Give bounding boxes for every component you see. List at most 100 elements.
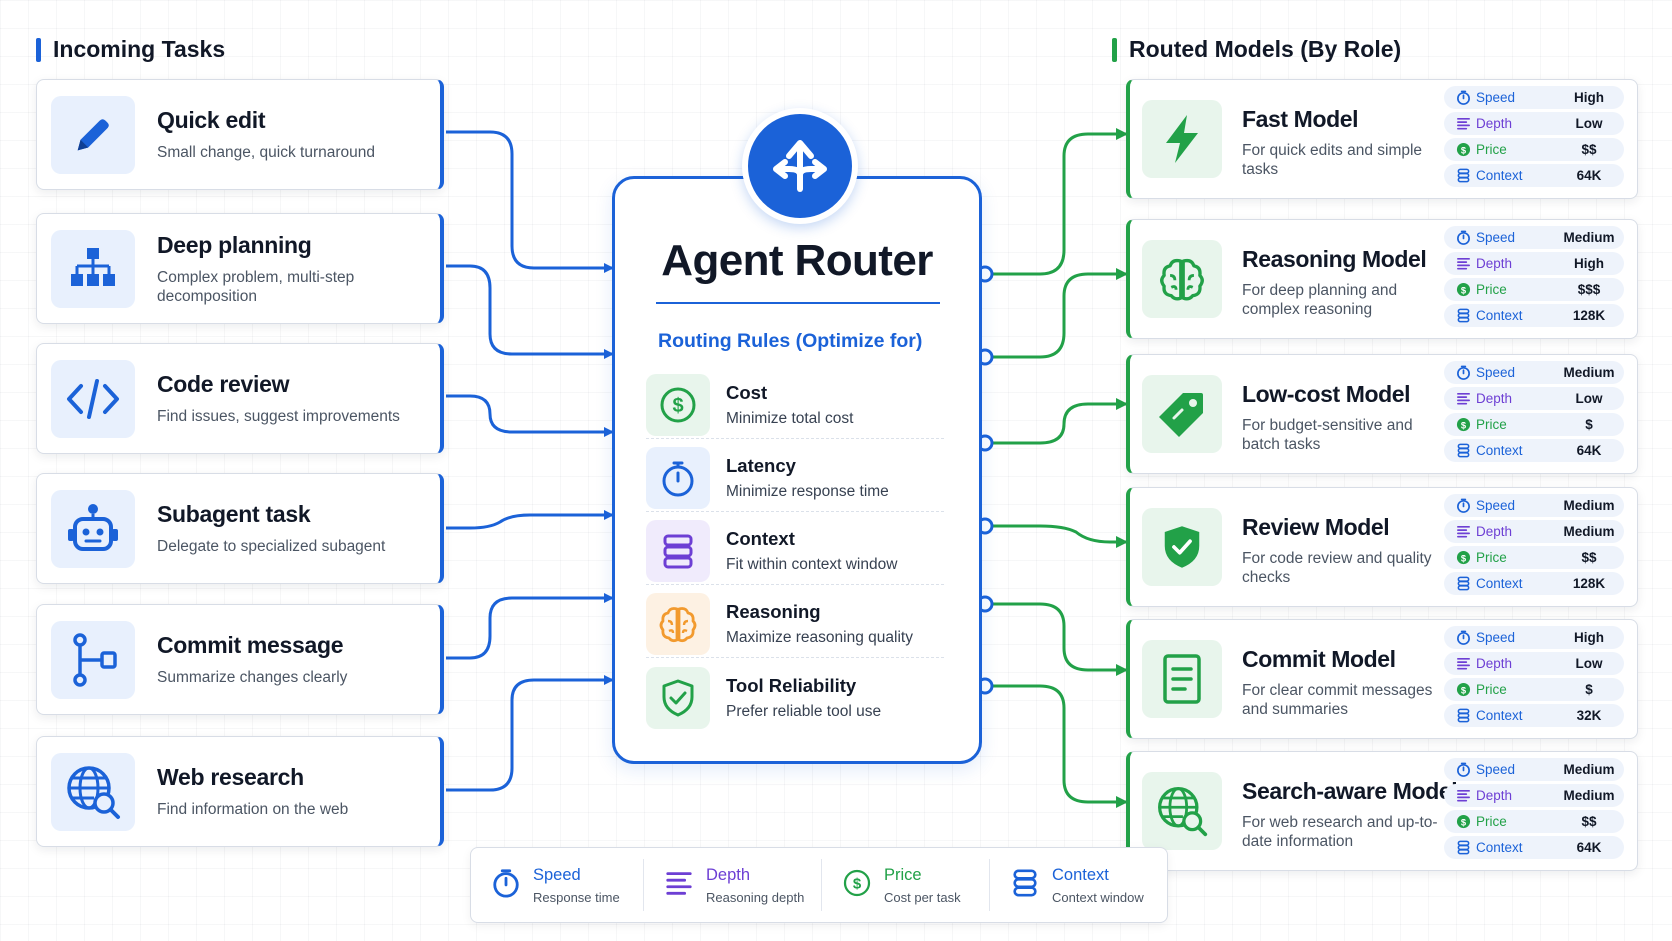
rule-cost: $ Cost Minimize total cost bbox=[646, 371, 944, 439]
rule-reasoning: Reasoning Maximize reasoning quality bbox=[646, 590, 944, 658]
globe-search-icon bbox=[51, 752, 135, 831]
spec-label: Depth bbox=[1476, 656, 1513, 671]
spec-label: Speed bbox=[1476, 498, 1516, 513]
dollar-icon: $ bbox=[1450, 417, 1476, 432]
dollar-icon: $ bbox=[646, 373, 710, 436]
rule-title: Reasoning bbox=[726, 600, 821, 622]
task-title: Commit message bbox=[157, 632, 344, 658]
task-card-deep-planning[interactable]: Deep planning Complex problem, multi-ste… bbox=[36, 213, 444, 324]
connector-commit-model bbox=[986, 602, 1128, 676]
spec-label: Speed bbox=[1476, 230, 1516, 245]
spec-label: Speed bbox=[1476, 90, 1516, 105]
legend-label: Price bbox=[884, 865, 922, 884]
task-title: Subagent task bbox=[157, 501, 311, 527]
task-card-commit-message[interactable]: Commit message Summarize changes clearly bbox=[36, 604, 444, 715]
spec-value: Medium bbox=[1563, 788, 1615, 803]
spec-label: Price bbox=[1476, 282, 1507, 297]
stopwatch-icon bbox=[1450, 630, 1476, 645]
model-card-low-cost[interactable]: Low-cost Model For budget-sensitive and … bbox=[1126, 354, 1638, 474]
spec-price: $ Price $$$ bbox=[1444, 278, 1624, 301]
connector-quick-edit bbox=[446, 130, 614, 273]
spec-value: $$$ bbox=[1577, 282, 1601, 297]
dollar-icon: $ bbox=[1450, 682, 1476, 697]
spec-label: Context bbox=[1476, 308, 1523, 323]
task-title: Code review bbox=[157, 371, 290, 397]
globe-search-icon bbox=[1142, 772, 1222, 850]
shield-check-icon bbox=[1142, 508, 1222, 586]
task-card-quick-edit[interactable]: Quick edit Small change, quick turnaroun… bbox=[36, 79, 444, 190]
hierarchy-icon bbox=[51, 229, 135, 308]
model-description: For web research and up-to-date informat… bbox=[1242, 814, 1438, 850]
spec-value: Medium bbox=[1563, 524, 1615, 539]
brain-icon bbox=[1142, 240, 1222, 318]
rule-title: Cost bbox=[726, 381, 768, 403]
dollar-icon: $ bbox=[1450, 282, 1476, 297]
spec-value: $ bbox=[1585, 682, 1593, 697]
spec-value: Low bbox=[1575, 391, 1603, 406]
router-title: Agent Router bbox=[661, 236, 933, 285]
task-description: Summarize changes clearly bbox=[157, 669, 348, 686]
spec-value: $$ bbox=[1581, 550, 1597, 565]
connector-deep-planning bbox=[446, 264, 614, 359]
legend-item-price: $ Price Cost per task bbox=[821, 859, 989, 911]
legend-label: Depth bbox=[706, 865, 751, 884]
task-description: Find issues, suggest improvements bbox=[157, 408, 400, 425]
spec-value: High bbox=[1574, 256, 1604, 271]
task-description: Complex problem, multi-step decompositio… bbox=[157, 268, 355, 305]
spec-value: $$ bbox=[1581, 814, 1597, 829]
header-accent-bar bbox=[1112, 37, 1117, 62]
legend-description: Cost per task bbox=[884, 889, 961, 905]
stopwatch-icon bbox=[1450, 498, 1476, 513]
database-icon bbox=[1450, 443, 1476, 458]
spec-label: Depth bbox=[1476, 391, 1513, 406]
model-specs: Speed Medium Depth Medium $ Price $$ Con… bbox=[1444, 758, 1624, 862]
task-description: Delegate to specialized subagent bbox=[157, 538, 386, 555]
model-specs: Speed Medium Depth Medium $ Price $$ Con… bbox=[1444, 494, 1624, 598]
svg-text:$: $ bbox=[1460, 420, 1466, 430]
model-card-review[interactable]: Review Model For code review and quality… bbox=[1126, 487, 1638, 607]
connector-code-review bbox=[446, 394, 614, 437]
svg-text:$: $ bbox=[1460, 145, 1466, 155]
spec-value: Medium bbox=[1563, 365, 1615, 380]
spec-price: $ Price $ bbox=[1444, 678, 1624, 701]
task-card-code-review[interactable]: Code review Find issues, suggest improve… bbox=[36, 343, 444, 454]
connector-review-model bbox=[986, 524, 1128, 548]
model-card-reasoning[interactable]: Reasoning Model For deep planning and co… bbox=[1126, 219, 1638, 339]
routed-models-title: Routed Models (By Role) bbox=[1129, 36, 1402, 62]
database-icon bbox=[1450, 576, 1476, 591]
task-card-web-research[interactable]: Web research Find information on the web bbox=[36, 736, 444, 847]
rule-tool-reliability: Tool Reliability Prefer reliable tool us… bbox=[646, 664, 944, 732]
routing-rules-heading: Routing Rules (Optimize for) bbox=[658, 330, 923, 352]
connector-subagent bbox=[446, 510, 614, 530]
incoming-tasks-title: Incoming Tasks bbox=[53, 36, 226, 62]
model-card-search-aware[interactable]: Search-aware Model For web research and … bbox=[1126, 751, 1638, 871]
spec-depth: Depth Medium bbox=[1444, 520, 1624, 543]
model-card-fast[interactable]: Fast Model For quick edits and simple ta… bbox=[1126, 79, 1638, 199]
spec-value: Medium bbox=[1563, 230, 1615, 245]
spec-price: $ Price $$ bbox=[1444, 546, 1624, 569]
model-specs: Speed High Depth Low $ Price $$ Context … bbox=[1444, 86, 1624, 190]
robot-icon bbox=[51, 489, 135, 568]
rule-description: Prefer reliable tool use bbox=[726, 703, 882, 720]
spec-context: Context 32K bbox=[1444, 704, 1624, 727]
database-icon bbox=[646, 519, 710, 582]
stopwatch-icon bbox=[491, 868, 521, 903]
spec-context: Context 128K bbox=[1444, 572, 1624, 595]
tag-icon bbox=[1142, 375, 1222, 453]
spec-speed: Speed High bbox=[1444, 626, 1624, 649]
connector-reasoning-model bbox=[986, 268, 1128, 359]
stopwatch-icon bbox=[646, 446, 710, 509]
legend-item-depth: Depth Reasoning depth bbox=[643, 859, 821, 911]
model-card-commit[interactable]: Commit Model For clear commit messages a… bbox=[1126, 619, 1638, 739]
connector-web-research bbox=[446, 675, 614, 792]
spec-value: Medium bbox=[1563, 498, 1615, 513]
spec-label: Context bbox=[1476, 443, 1523, 458]
spec-value: 128K bbox=[1572, 308, 1606, 323]
database-icon bbox=[1450, 708, 1476, 723]
legend-description: Reasoning depth bbox=[706, 889, 805, 905]
depth-icon bbox=[1450, 524, 1476, 539]
task-card-subagent[interactable]: Subagent task Delegate to specialized su… bbox=[36, 473, 444, 584]
svg-text:$: $ bbox=[1460, 685, 1466, 695]
task-description: Find information on the web bbox=[157, 801, 349, 818]
spec-value: 64K bbox=[1576, 443, 1602, 458]
